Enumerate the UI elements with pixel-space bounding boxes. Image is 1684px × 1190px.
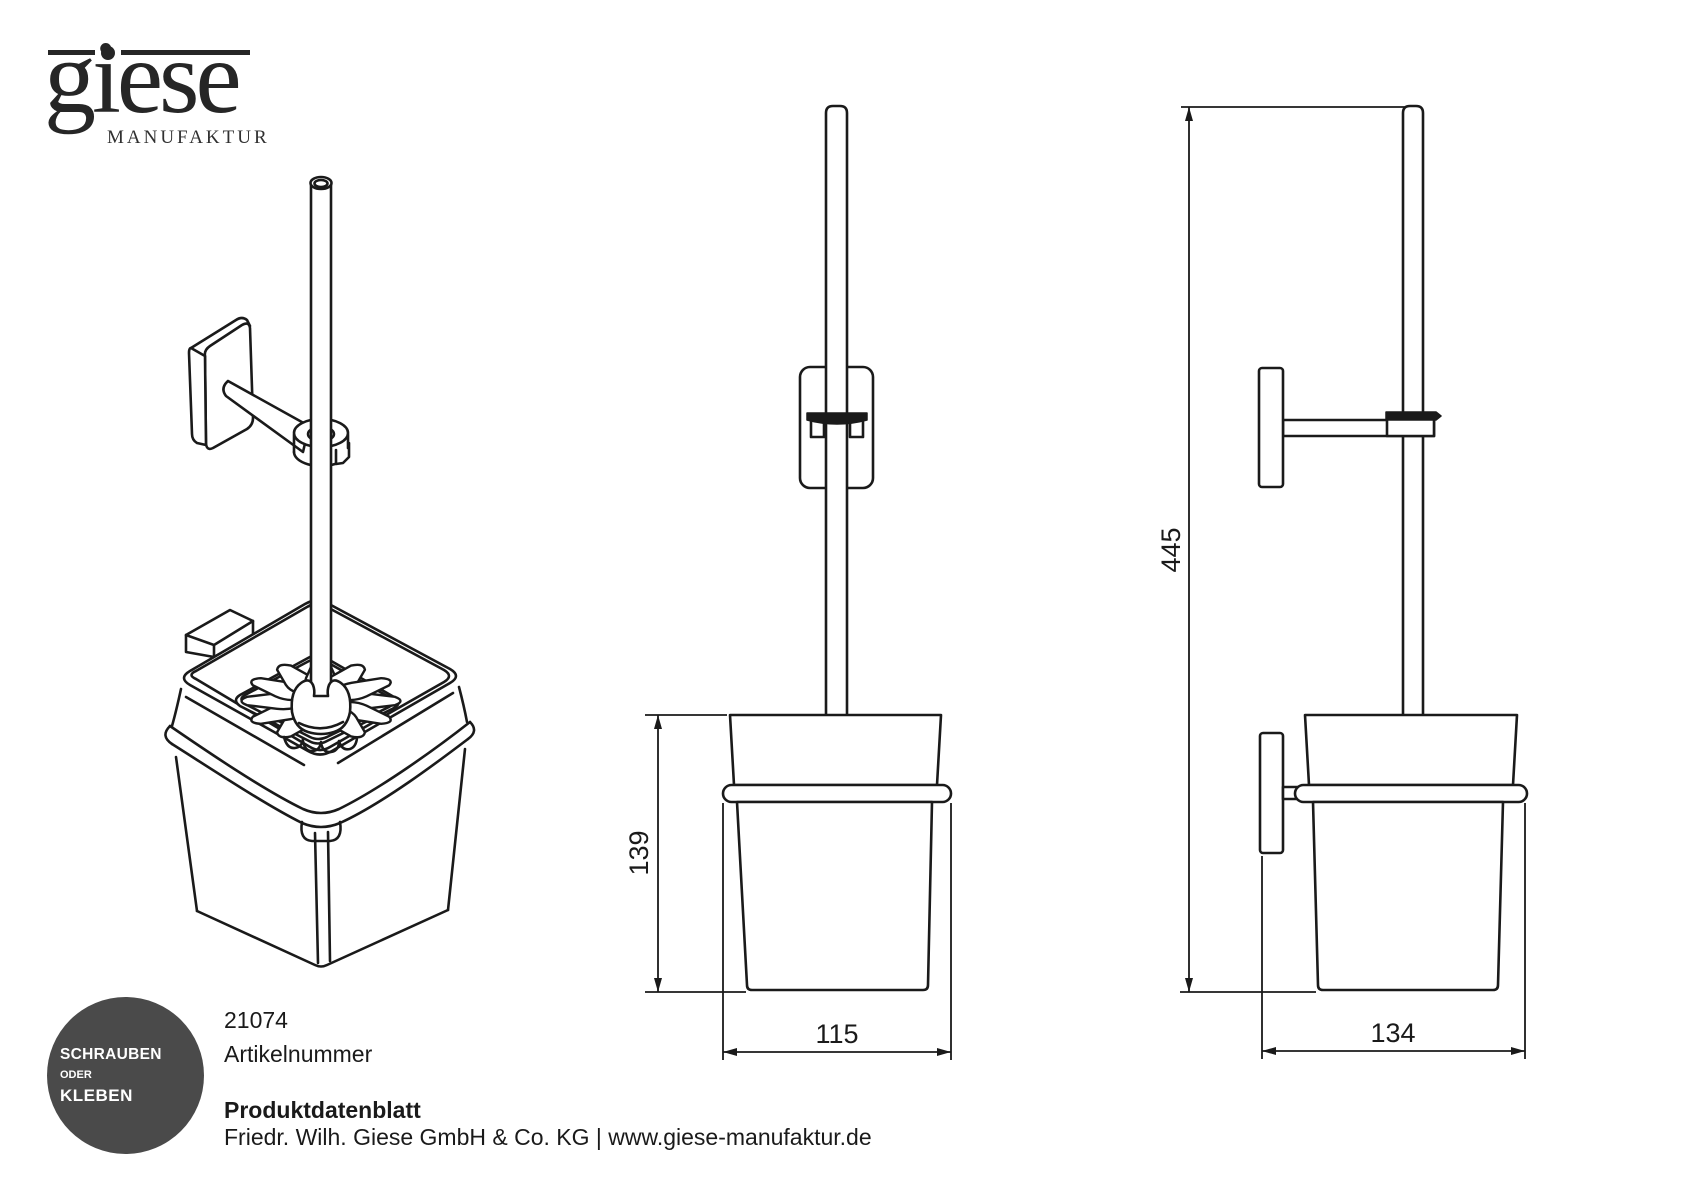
side-rim xyxy=(1303,713,1519,787)
front-holder-ring xyxy=(721,783,953,804)
front-rod xyxy=(824,104,849,718)
badge-line-2: ODER xyxy=(60,1068,92,1081)
badge-line-3: KLEBEN xyxy=(60,1085,133,1105)
perspective-view xyxy=(164,175,476,968)
side-rod xyxy=(1401,104,1425,718)
article-number: 21074 xyxy=(224,1007,288,1033)
brush-dome xyxy=(290,679,352,736)
datasheet-title: Produktdatenblatt xyxy=(224,1097,421,1123)
brush-rod xyxy=(309,181,333,702)
company-line: Friedr. Wilh. Giese GmbH & Co. KG | www.… xyxy=(224,1124,872,1150)
side-ring-box xyxy=(1385,417,1436,438)
front-rim xyxy=(728,713,943,787)
badge-line-1: SCHRAUBEN xyxy=(60,1045,162,1063)
side-ring-top xyxy=(1385,411,1442,421)
dimension-side-depth: 134 xyxy=(1370,1018,1415,1048)
front-view xyxy=(721,104,953,992)
logo-line-left xyxy=(48,50,95,55)
dimension-side-height: 445 xyxy=(1156,527,1186,572)
side-glass xyxy=(1311,800,1505,992)
logo-line-right xyxy=(121,50,250,55)
mounting-badge: SCHRAUBEN ODER KLEBEN xyxy=(47,997,204,1154)
glass-cup xyxy=(170,685,469,968)
front-ring-top xyxy=(806,412,868,425)
dimension-front-height: 139 xyxy=(624,830,654,875)
logo-dot xyxy=(101,46,115,60)
side-wall-plate-lower xyxy=(1258,731,1285,855)
side-wall-plate-upper xyxy=(1257,366,1285,489)
dimension-annotations: 139 115 445 134 xyxy=(624,107,1526,1060)
holder-band xyxy=(164,720,476,843)
side-view xyxy=(1181,104,1529,992)
logo-subtitle: MANUFAKTUR xyxy=(107,127,270,148)
dimension-front-width: 115 xyxy=(815,1019,858,1049)
logo-wordmark: giese xyxy=(44,20,242,135)
article-label: Artikelnummer xyxy=(224,1041,373,1067)
brush-scallops xyxy=(282,735,359,754)
front-glass xyxy=(735,800,934,992)
side-holder-ring xyxy=(1293,783,1529,804)
mount-arm xyxy=(222,379,311,454)
